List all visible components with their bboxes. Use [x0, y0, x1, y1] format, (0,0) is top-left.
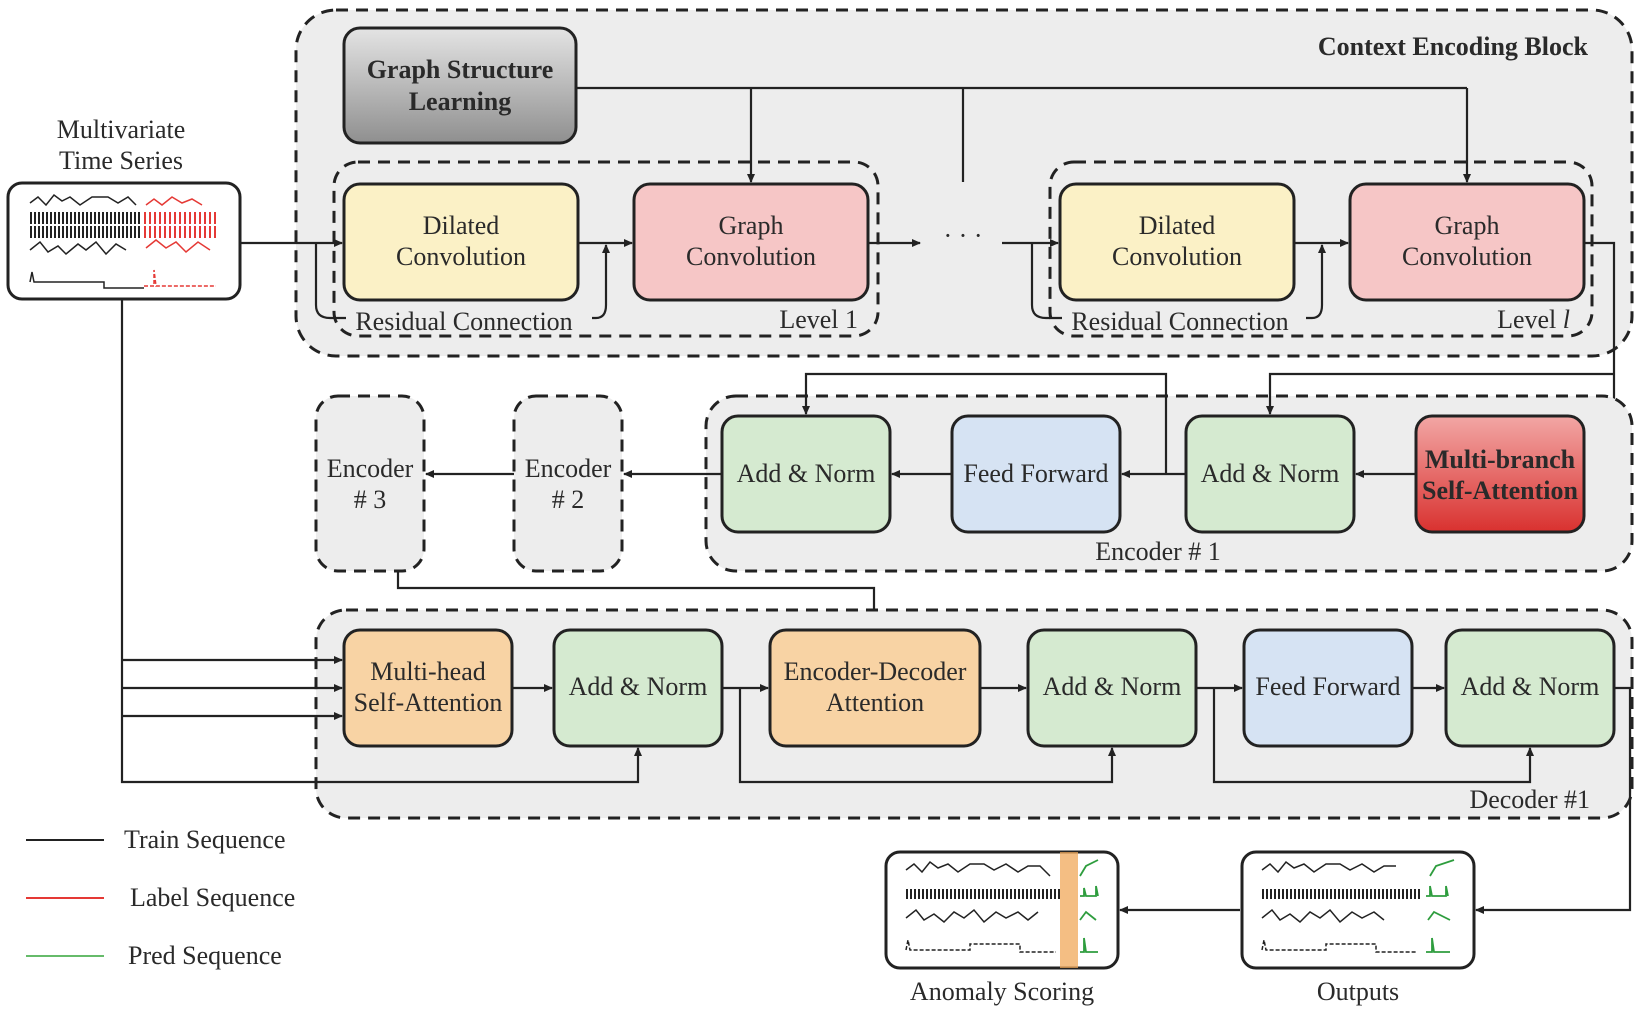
decoder-arrows: [120, 299, 1632, 914]
encoder-3-label-a: Encoder: [327, 454, 414, 483]
encoder-2-label-a: Encoder: [525, 454, 612, 483]
context-arrows: [240, 86, 1616, 508]
dilated-label-lb: Convolution: [1112, 242, 1242, 271]
dilated-label-1a: Dilated: [423, 211, 500, 240]
decoder-feed-forward-label: Feed Forward: [1255, 672, 1400, 701]
legend-train-label: Train Sequence: [124, 825, 286, 854]
mhsa-label-a: Multi-head: [370, 657, 486, 686]
decoder-add-norm-1-label: Add & Norm: [569, 672, 708, 701]
decoder-add-norm-3-label: Add & Norm: [1461, 672, 1600, 701]
graph-label-la: Graph: [1435, 211, 1500, 240]
mts-title-2: Time Series: [59, 146, 183, 175]
residual-connection-l: Residual Connection: [1071, 307, 1288, 336]
legend-label-label: Label Sequence: [130, 883, 295, 912]
mts-title-1: Multivariate: [57, 115, 186, 144]
graph-label-lb: Convolution: [1402, 242, 1532, 271]
encoder-add-norm-1-label: Add & Norm: [1201, 459, 1340, 488]
mbsa-label-b: Self-Attention: [1422, 476, 1579, 505]
decoder-1-label: Decoder #1: [1469, 785, 1590, 814]
anomaly-highlight: [1060, 852, 1078, 968]
dilated-label-1b: Convolution: [396, 242, 526, 271]
anomaly-scoring-label: Anomaly Scoring: [910, 977, 1094, 1006]
graph-label-1b: Convolution: [686, 242, 816, 271]
anomaly-scoring-thumbnail: [884, 850, 1120, 970]
encoder-3-box: [314, 394, 426, 573]
decoder-add-norm-2-label: Add & Norm: [1043, 672, 1182, 701]
ellipsis: · · ·: [944, 221, 983, 250]
encoder-arrows: [396, 372, 1614, 629]
encoder-2-label-b: # 2: [552, 485, 585, 514]
eda-label-a: Encoder-Decoder: [784, 657, 967, 686]
dilated-label-la: Dilated: [1139, 211, 1216, 240]
legend-pred-label: Pred Sequence: [128, 941, 282, 970]
context-encoding-block: [294, 8, 1634, 358]
gsl-label-2: Learning: [409, 87, 512, 116]
level-l-group: [1048, 160, 1594, 338]
multi-branch-self-attention: [1414, 414, 1586, 534]
eda-label-b: Attention: [826, 688, 924, 717]
encoder-1-group: [704, 394, 1634, 573]
outputs-thumbnail: [1240, 850, 1476, 970]
context-block-label: Context Encoding Block: [1318, 32, 1589, 61]
encoder-3-label-b: # 3: [354, 485, 387, 514]
graph-structure-learning-box: [342, 26, 578, 145]
mts-input-thumbnail: [6, 181, 242, 301]
graph-label-1a: Graph: [719, 211, 784, 240]
legend: Train Sequence Label Sequence Pred Seque…: [26, 825, 295, 970]
encoder-add-norm-2-label: Add & Norm: [737, 459, 876, 488]
level-1-group: [332, 160, 880, 338]
encoder-feed-forward-label: Feed Forward: [963, 459, 1108, 488]
residual-connection-1: Residual Connection: [355, 307, 572, 336]
encoder-2-box: [512, 394, 624, 573]
outputs-label: Outputs: [1317, 977, 1399, 1006]
level-1-label: Level 1: [779, 305, 858, 334]
encoder-1-label: Encoder # 1: [1095, 537, 1221, 566]
mbsa-label-a: Multi-branch: [1425, 445, 1576, 474]
mhsa-label-b: Self-Attention: [354, 688, 503, 717]
level-l-label: Level l: [1497, 305, 1570, 334]
gsl-label-1: Graph Structure: [367, 55, 554, 84]
